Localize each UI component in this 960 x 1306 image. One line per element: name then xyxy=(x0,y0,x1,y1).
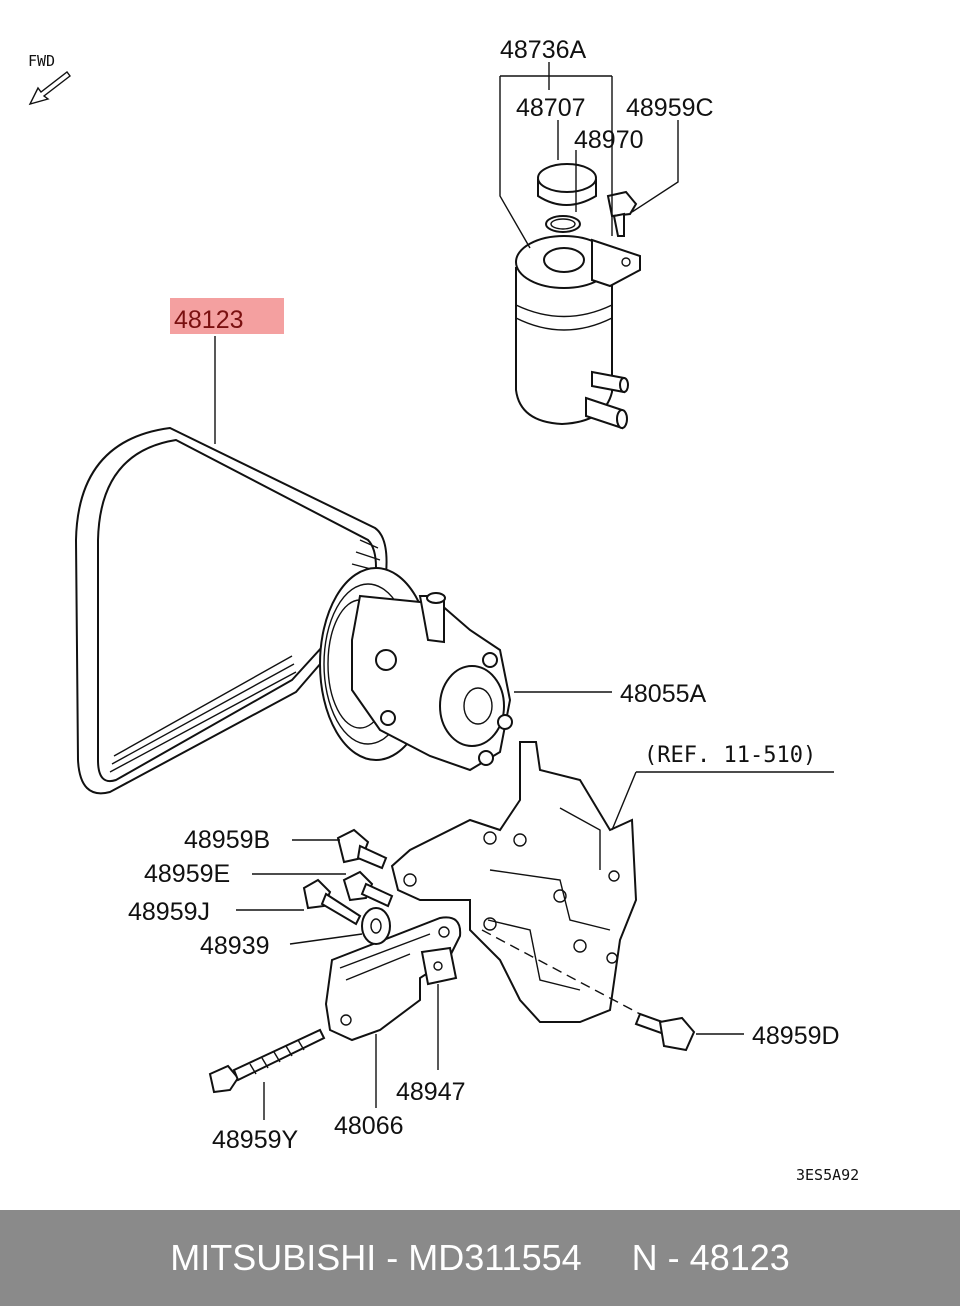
drive-belt xyxy=(74,426,388,795)
parts-diagram: FWD xyxy=(28,36,859,1184)
bolt-48959Y xyxy=(208,1028,326,1094)
footer-bar: MITSUBISHI - MD311554 N - 48123 xyxy=(0,1210,960,1306)
label-48970[interactable]: 48970 xyxy=(574,126,644,154)
label-48066[interactable]: 48066 xyxy=(334,1112,404,1140)
label-48959B[interactable]: 48959B xyxy=(184,826,270,854)
fwd-label: FWD xyxy=(28,52,55,70)
label-48947[interactable]: 48947 xyxy=(396,1078,466,1106)
slotted-block xyxy=(420,946,458,986)
label-48959Y[interactable]: 48959Y xyxy=(212,1126,299,1154)
label-48055A[interactable]: 48055A xyxy=(620,680,707,708)
label-48959D[interactable]: 48959D xyxy=(752,1022,840,1050)
label-48959J[interactable]: 48959J xyxy=(128,898,210,926)
bolt-48959B xyxy=(336,828,388,870)
footer-part-info: MITSUBISHI - MD311554 N - 48123 xyxy=(170,1237,790,1278)
o-ring xyxy=(545,215,581,233)
label-48959E[interactable]: 48959E xyxy=(144,860,230,888)
adjusting-bracket xyxy=(324,916,462,1042)
engine-bracket xyxy=(390,741,638,1023)
fwd-indicator: FWD xyxy=(28,52,71,106)
reservoir-tank xyxy=(515,235,641,430)
label-48123[interactable]: 48123 xyxy=(174,306,244,334)
leader-lines xyxy=(214,62,834,1120)
bolt-48959D xyxy=(634,1012,696,1052)
reference-note: (REF. 11-510) xyxy=(644,743,816,768)
washer-48939 xyxy=(361,907,391,945)
bolt-48959E xyxy=(342,870,394,908)
label-48707[interactable]: 48707 xyxy=(516,94,586,122)
fwd-arrow-icon xyxy=(28,71,71,106)
part-labels: 48736A 48707 48959C 48970 48123 48055A (… xyxy=(128,36,859,1184)
highlight-48123 xyxy=(170,298,284,334)
bolt-48959J xyxy=(302,878,362,926)
label-48959C[interactable]: 48959C xyxy=(626,94,714,122)
reservoir-cap xyxy=(537,163,597,206)
label-48939[interactable]: 48939 xyxy=(200,932,270,960)
power-steering-pump xyxy=(319,567,513,772)
label-48736A[interactable]: 48736A xyxy=(500,36,587,64)
drawing-code: 3ES5A92 xyxy=(796,1166,859,1184)
